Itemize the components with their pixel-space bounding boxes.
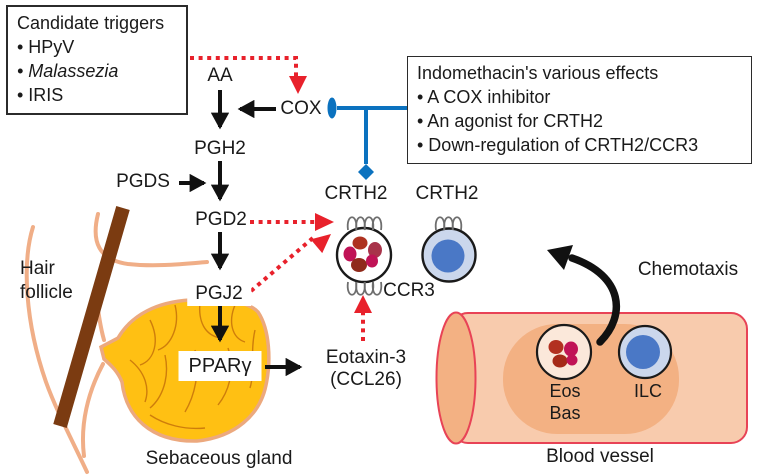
indomethacin-action-lines: [327, 97, 408, 180]
label-hair-follicle-line1: Hair: [20, 258, 55, 279]
candidate-item-hpyv: • HPyV: [17, 36, 75, 57]
indomethacin-box-title: Indomethacin's various effects: [417, 63, 659, 83]
label-sebaceous-gland: Sebaceous gland: [145, 448, 293, 469]
indomethacin-box: Indomethacin's various effects • A COX i…: [407, 56, 752, 164]
ccr3-receptor-loops: [346, 281, 383, 296]
stimulation-arrows: [190, 56, 372, 341]
label-eotaxin-line1: Eotaxin-3: [325, 347, 407, 368]
label-ccr3: CCR3: [383, 280, 435, 301]
inhibition-cap: [327, 97, 337, 119]
vessel-eosinophil-cell: [535, 323, 593, 381]
label-cox: COX: [280, 98, 322, 119]
label-eotaxin: Eotaxin-3 (CCL26): [326, 347, 406, 392]
label-aa: AA: [207, 65, 233, 86]
label-hair-follicle-line2: follicle: [20, 281, 73, 303]
crth2-receptor-loops: [346, 216, 383, 231]
label-pgd2: PGD2: [195, 209, 247, 230]
label-crth2-ilc: CRTH2: [415, 183, 479, 204]
eosinophil-cell: [335, 216, 393, 296]
label-chemotaxis: Chemotaxis: [637, 259, 739, 280]
vessel-ilc-cell: [617, 324, 673, 380]
label-pgh2: PGH2: [194, 138, 246, 159]
agonist-diamond: [358, 164, 374, 180]
pathway-arrows: [179, 90, 303, 377]
candidate-item-malassezia: • Malassezia: [17, 60, 119, 81]
indomethacin-item-downregulation: • Down-regulation of CRTH2/CCR3: [417, 134, 699, 155]
pgj2-dotted-line: [249, 235, 316, 293]
label-pgj2: PGJ2: [187, 283, 251, 306]
candidate-triggers-box: Candidate triggers • HPyV • Malassezia •…: [6, 5, 188, 115]
label-crth2-eosinophil: CRTH2: [324, 183, 388, 204]
hair-shaft: [53, 206, 130, 428]
chemotaxis-arrow: [547, 245, 621, 346]
indomethacin-item-cox: • A COX inhibitor: [417, 86, 551, 107]
label-pgds: PGDS: [116, 171, 170, 192]
label-blood-vessel: Blood vessel: [546, 446, 654, 467]
label-eos: Eos: [549, 381, 581, 401]
label-hair-follicle: Hair follicle: [20, 257, 73, 305]
candidate-item-iris: • IRIS: [17, 84, 64, 105]
indomethacin-item-agonist: • An agonist for CRTH2: [417, 110, 604, 131]
label-bas: Bas: [549, 403, 581, 423]
label-pparg: PPARγ: [178, 351, 262, 381]
label-eotaxin-line2: (CCL26): [330, 369, 402, 391]
candidate-box-title: Candidate triggers: [17, 13, 165, 33]
trigger-dotted-line: [190, 56, 298, 78]
blood-vessel-shape: [435, 311, 748, 445]
ilc-cell: [421, 216, 477, 283]
label-ilc: ILC: [633, 381, 663, 401]
